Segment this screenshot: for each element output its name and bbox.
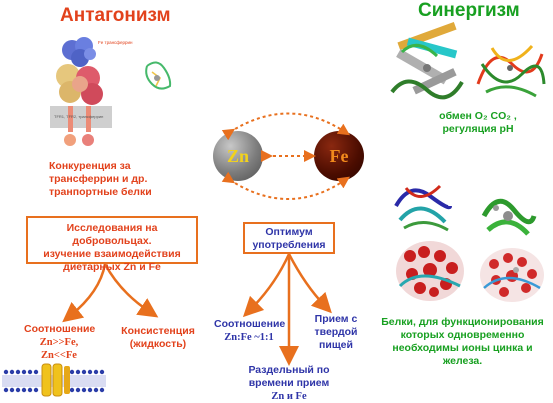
solid-food-text: Прием с твердой пищей bbox=[314, 313, 358, 351]
left-branch-arrows bbox=[62, 263, 159, 323]
transferrin-receptor-illustration: Fe трансферрин TFR1, TFR2, трансферрин bbox=[50, 37, 133, 146]
center-ratio-text: Соотношение Zn:Fe ~1:1 bbox=[214, 318, 286, 343]
synergism-heading: Синергизм bbox=[418, 0, 520, 21]
transferrin-top-blob bbox=[62, 37, 96, 67]
fe-label: Fe bbox=[329, 145, 349, 166]
ribbon-molecule-small bbox=[145, 61, 172, 90]
optimum-consumption-box: Оптимум употребления bbox=[243, 222, 335, 254]
receptor-label-top: Fe трансферрин bbox=[98, 40, 133, 45]
antagonism-heading: Антагонизм bbox=[60, 5, 171, 26]
receptor-dimer bbox=[56, 64, 103, 105]
competition-text: Конкуренция за трансферрин и др. транпор… bbox=[49, 160, 152, 198]
center-branch-arrows bbox=[242, 253, 332, 366]
protein-structure-top-right bbox=[476, 45, 546, 98]
zn-label: Zn bbox=[226, 145, 250, 166]
receptor-label-membrane: TFR1, TFR2, трансферрин bbox=[54, 114, 103, 119]
receptor-foot-left bbox=[64, 134, 76, 146]
volunteer-study-box: Исследования на добровольцах. изучение в… bbox=[26, 216, 198, 273]
membrane-channel-illustration bbox=[2, 363, 106, 397]
separate-intake-text: Раздельный по времени прием Zn и Fe bbox=[248, 364, 330, 402]
left-ratio-text: Соотношение Zn>>Fe, Zn<<Fe bbox=[24, 323, 96, 361]
membrane-band bbox=[50, 106, 112, 128]
protein-structure-top-left bbox=[390, 22, 464, 100]
gas-exchange-text: обмен O₂ CO₂ , регуляция pH bbox=[439, 110, 517, 135]
protein-structure-bottom-right bbox=[480, 248, 544, 302]
proteins-description-text: Белки, для функционирования которых одно… bbox=[381, 316, 544, 367]
protein-structure-bottom-left bbox=[396, 241, 464, 301]
protein-structure-mid-right bbox=[481, 198, 537, 236]
consistency-text: Консистенция (жидкость) bbox=[121, 325, 195, 350]
receptor-foot-right bbox=[82, 134, 94, 146]
protein-structure-mid-left bbox=[394, 184, 452, 232]
